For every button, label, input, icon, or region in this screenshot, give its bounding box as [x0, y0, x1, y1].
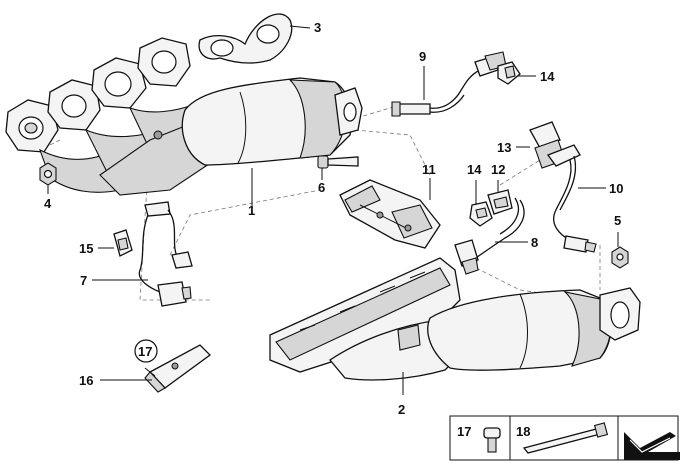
- callout-13: 13: [497, 140, 511, 155]
- callout-14-upper: 14: [540, 69, 555, 84]
- callout-17-ring: [134, 339, 158, 363]
- bolt-6: [317, 155, 359, 169]
- legend-box: 17 18: [449, 415, 680, 461]
- callout-6: 6: [318, 180, 325, 195]
- callout-4: 4: [44, 196, 52, 211]
- callout-17: 17: [138, 344, 152, 359]
- nut-5: [611, 246, 629, 269]
- bracket-16: [144, 344, 211, 393]
- legend-cable-tie-icon: [522, 422, 609, 454]
- oxygen-sensor-7: [138, 201, 193, 307]
- legend-item-18-label: 18: [516, 424, 530, 439]
- callout-8: 8: [531, 235, 538, 250]
- manifold-flange-2: [47, 79, 101, 131]
- clip-14-middle: [469, 201, 493, 227]
- callout-12: 12: [491, 162, 505, 177]
- callout-15: 15: [79, 241, 93, 256]
- nut-4: [39, 162, 57, 186]
- oxygen-sensor-8: [454, 197, 525, 275]
- manifold-flange-4: [137, 37, 191, 87]
- callout-2: 2: [398, 402, 405, 417]
- callout-labels: 1 2 3 4 5 6 7 8 9 10 11 12 13 14 14 15 1…: [44, 20, 623, 417]
- legend-bolt-icon: [483, 427, 501, 453]
- callout-7: 7: [80, 273, 87, 288]
- callout-3: 3: [314, 20, 321, 35]
- connector-12: [487, 189, 513, 215]
- clip-14-upper: [497, 61, 521, 85]
- legend-item-17-label: 17: [457, 424, 471, 439]
- catalytic-converter-upper: [5, 37, 363, 196]
- oxygen-sensor-10: [546, 144, 597, 253]
- callout-11: 11: [422, 162, 436, 177]
- legend-arrow-icon: [624, 432, 680, 460]
- oxygen-sensor-9: [391, 51, 507, 117]
- manifold-flange-1: [5, 99, 59, 153]
- bracket-11: [339, 179, 441, 249]
- callout-10: 10: [609, 181, 623, 196]
- callout-5: 5: [614, 213, 621, 228]
- manifold-flange-3: [91, 57, 147, 109]
- callout-leaders: [47, 25, 619, 395]
- clip-15: [113, 229, 133, 257]
- callout-16: 16: [79, 373, 93, 388]
- callout-9: 9: [419, 49, 426, 64]
- callout-14-middle: 14: [467, 162, 482, 177]
- callout-1: 1: [248, 203, 255, 218]
- manifold-gasket: [198, 13, 293, 64]
- catalytic-converter-lower: [269, 257, 641, 381]
